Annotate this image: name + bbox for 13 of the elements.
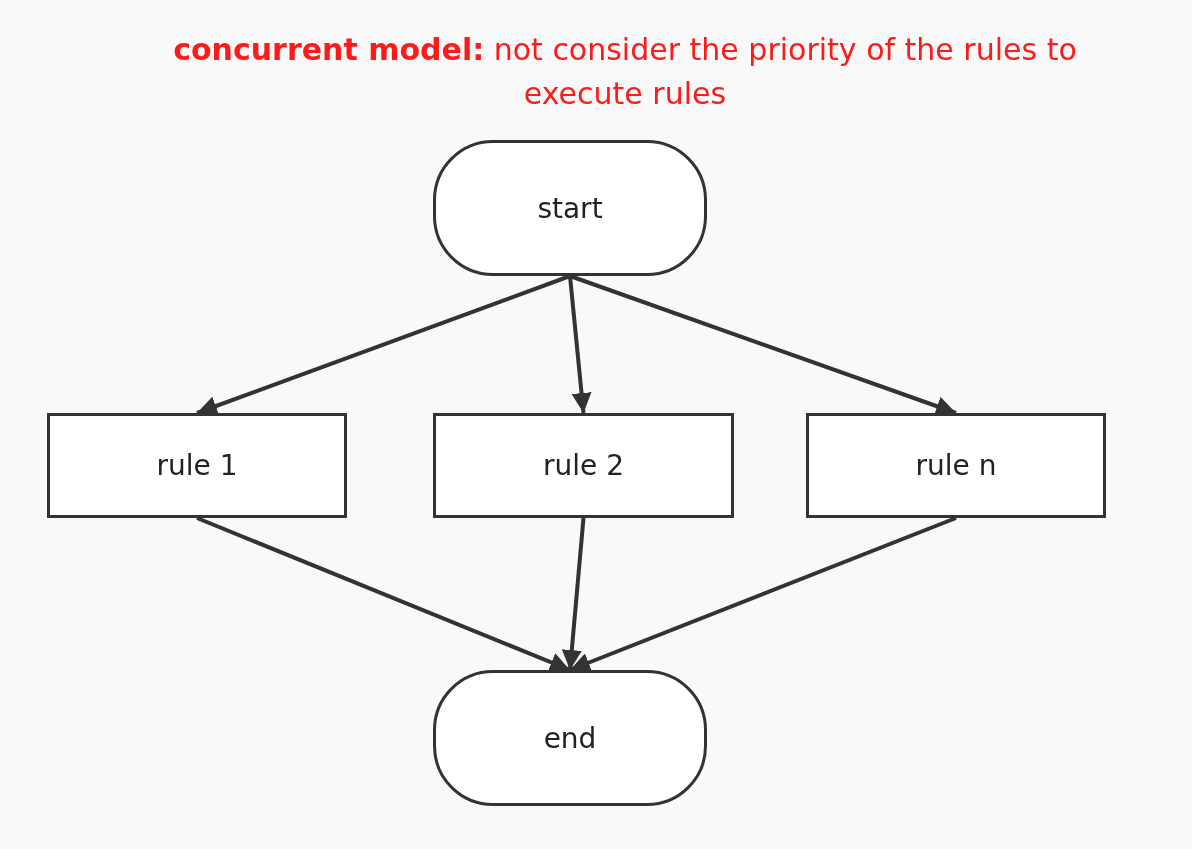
process-box [806, 413, 1106, 518]
process-box [433, 413, 734, 518]
process-box [47, 413, 347, 518]
node-label: rule n [915, 449, 997, 482]
arrow [196, 516, 571, 672]
node-label: rule 2 [543, 449, 624, 482]
title: concurrent model: not consider the priority of the rules to execute rules [172, 31, 1078, 113]
arrow [568, 275, 592, 414]
node-label: end [543, 721, 597, 755]
arrow [561, 517, 586, 671]
arrow [569, 516, 957, 672]
node-label: start [537, 191, 603, 225]
node-label: rule 1 [156, 449, 238, 482]
